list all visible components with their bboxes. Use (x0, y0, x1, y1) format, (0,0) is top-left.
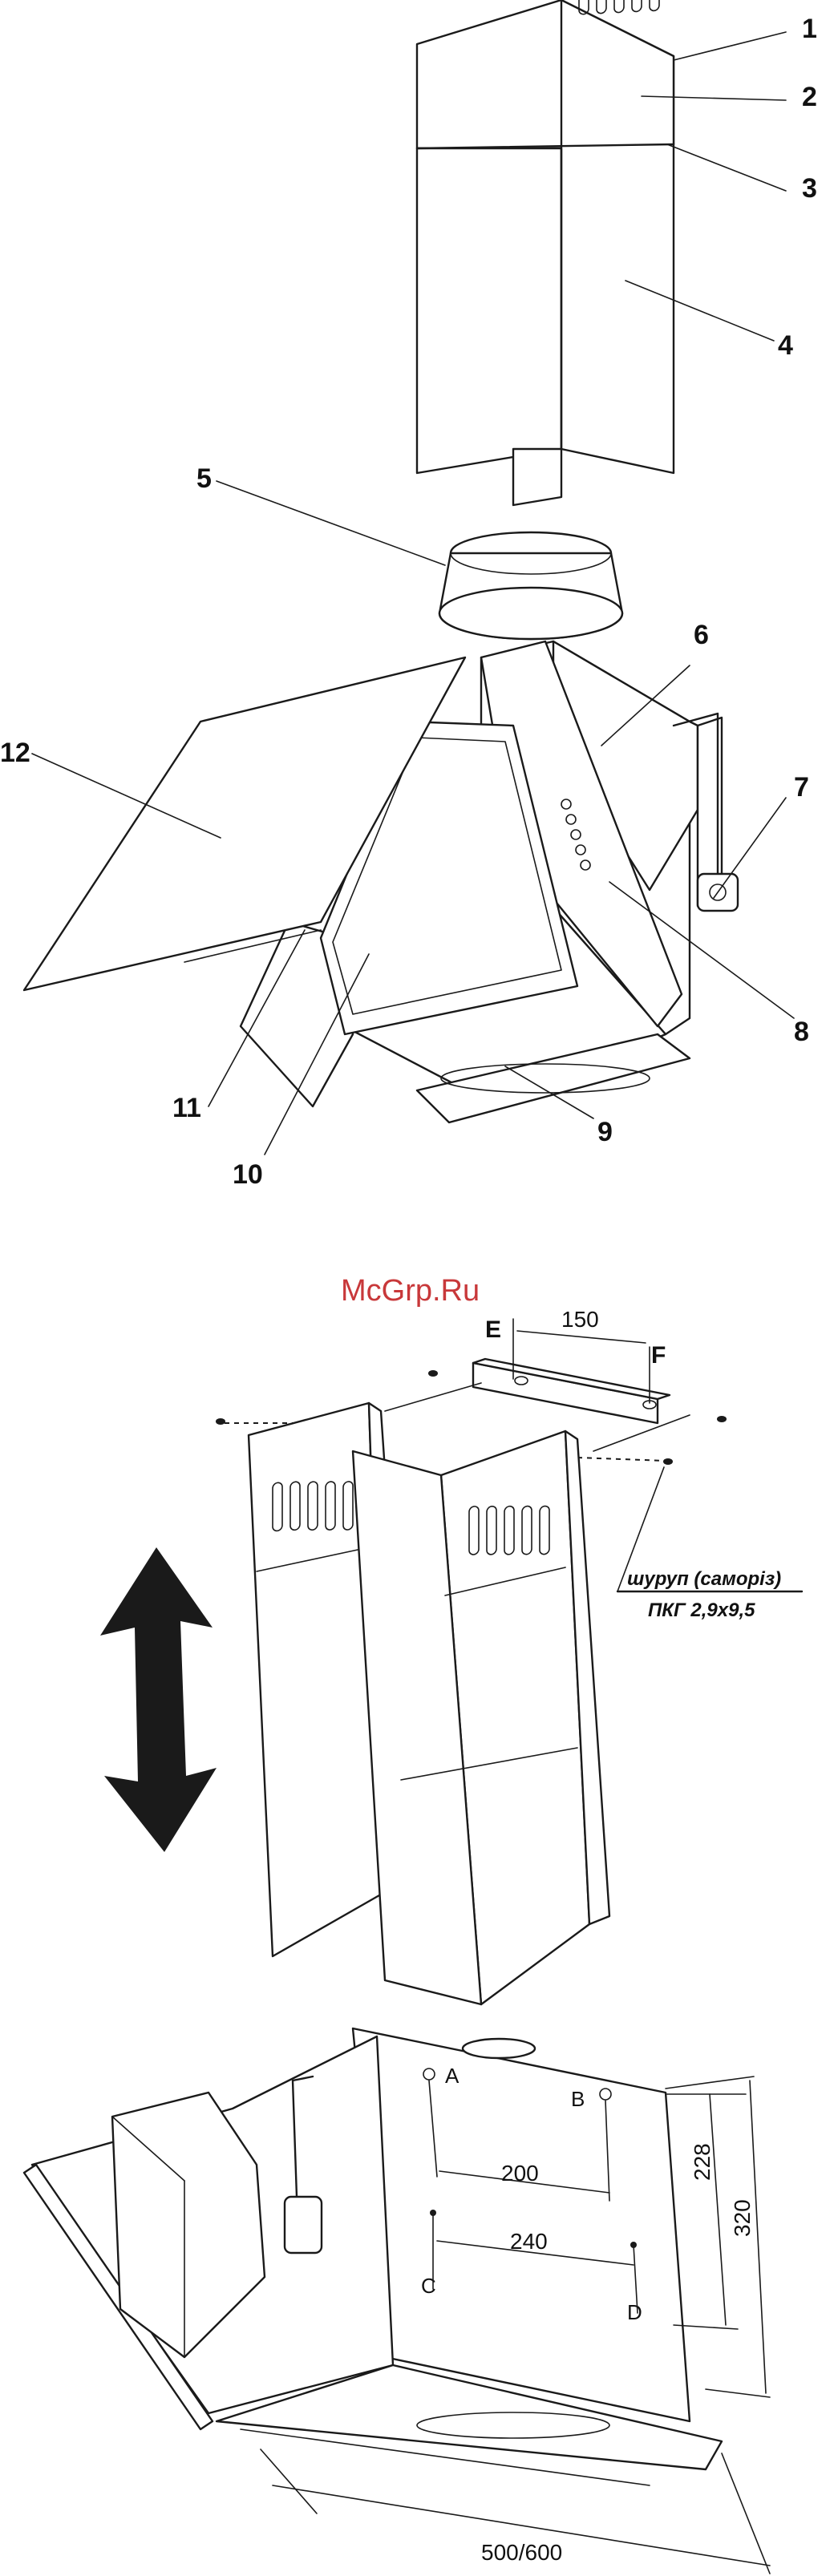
dim-200: 200 (501, 2161, 539, 2186)
dim-320: 320 (730, 2199, 755, 2237)
point-e: E (485, 1316, 501, 1343)
callout-9: 9 (597, 1117, 613, 1147)
callout-10: 10 (233, 1159, 263, 1190)
callout-11: 11 (172, 1093, 201, 1123)
callout-2: 2 (802, 82, 817, 112)
callout-4: 4 (778, 330, 793, 361)
duct-adapter-ring (439, 532, 622, 639)
watermark-text: McGrp.Ru (341, 1274, 480, 1308)
screw-note-text: шуруп (саморіз) (627, 1568, 781, 1590)
screw-spec-text: ПКГ 2,9х9,5 (648, 1599, 755, 1621)
vertical-adjust-arrow-icon (100, 1547, 217, 1852)
callout-1: 1 (802, 14, 817, 44)
callout-7: 7 (794, 772, 809, 803)
dim-150: 150 (561, 1307, 599, 1332)
vent-slots (579, 0, 659, 15)
screw-note: шуруп (саморіз) ПКГ 2,9х9,5 (617, 1467, 802, 1621)
point-d: D (627, 2300, 642, 2324)
dim-228: 228 (690, 2143, 715, 2181)
installation-dimensions-view: A B C D 200 240 228 320 500/600 (24, 2028, 770, 2574)
hood-body (24, 641, 738, 1122)
callout-5: 5 (196, 463, 212, 494)
callout-6: 6 (694, 620, 709, 650)
chimney-mounting-view: 150 E F (100, 1307, 802, 2004)
point-a: A (445, 2064, 460, 2088)
callout-12: 12 (0, 738, 30, 768)
chimney-duct-cover (417, 0, 674, 505)
point-b: B (571, 2087, 585, 2111)
point-f: F (651, 1342, 666, 1369)
chimney-halves (249, 1403, 609, 2004)
wall-bracket: 150 E F (473, 1307, 670, 1423)
dim-240: 240 (510, 2229, 548, 2254)
callout-3: 3 (802, 173, 817, 204)
exploded-view: 1 2 3 4 5 6 7 8 9 10 11 12 (0, 0, 817, 1190)
dim-500-600: 500/600 (481, 2540, 562, 2565)
callout-8: 8 (794, 1017, 809, 1047)
point-c: C (421, 2274, 436, 2298)
